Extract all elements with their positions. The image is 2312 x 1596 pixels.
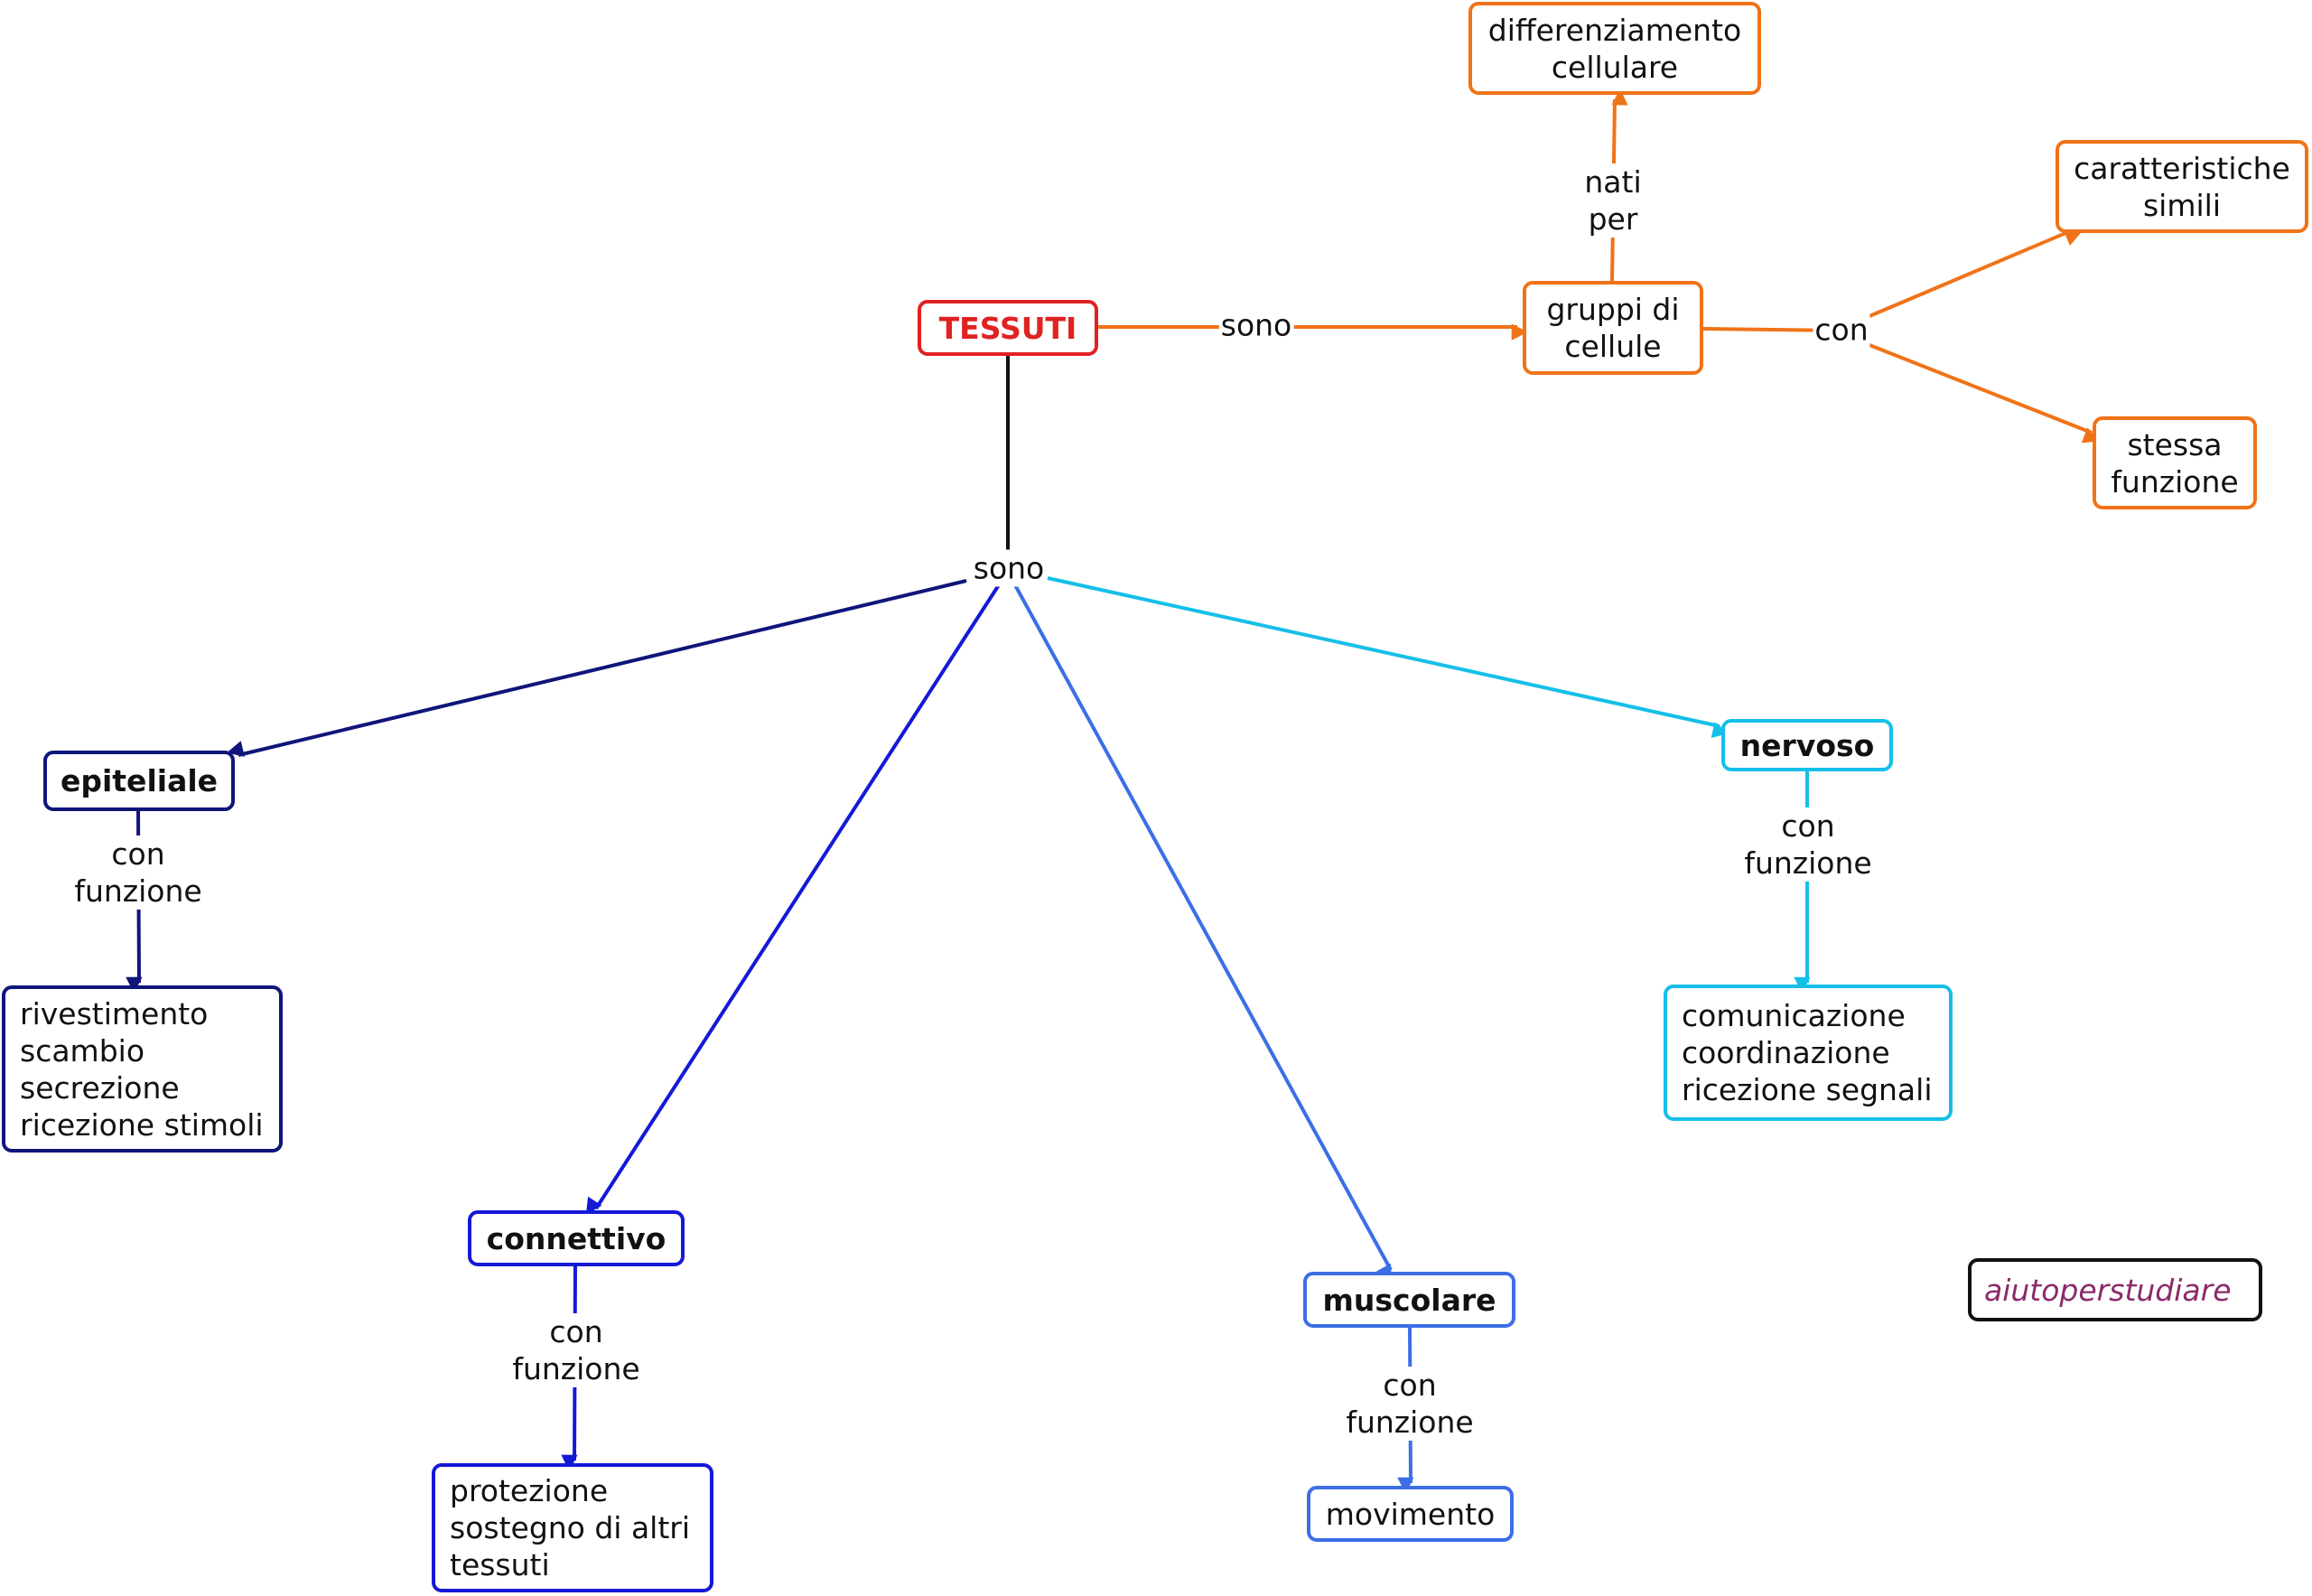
node-tessuti[interactable]: TESSUTI bbox=[918, 300, 1098, 356]
link-label-con-funzione-connettivo: con funzione bbox=[510, 1313, 642, 1387]
node-muscolare-funzione-label: movimento bbox=[1325, 1496, 1496, 1532]
node-stessa-label: stessa funzione bbox=[2111, 426, 2239, 499]
link-label-sono-main: sono bbox=[971, 549, 1047, 587]
edge-sono-connettivo bbox=[585, 582, 1002, 1215]
node-epiteliale-funzione-label: rivestimento scambio secrezione ricezion… bbox=[20, 995, 264, 1143]
watermark-aiutoperstudiare: aiutoperstudiare bbox=[1968, 1258, 2262, 1321]
node-differenziamento-cellulare[interactable]: differenziamento cellulare bbox=[1468, 2, 1761, 95]
node-muscolare[interactable]: muscolare bbox=[1303, 1272, 1515, 1328]
node-stessa-funzione[interactable]: stessa funzione bbox=[2093, 416, 2257, 509]
link-label-nati-per: nati per bbox=[1582, 163, 1644, 238]
node-nervoso-funzione[interactable]: comunicazione coordinazione ricezione se… bbox=[1664, 985, 1953, 1121]
node-gruppi-label: gruppi di cellule bbox=[1546, 292, 1680, 364]
node-gruppi-di-cellule[interactable]: gruppi di cellule bbox=[1523, 281, 1703, 375]
watermark-label: aiutoperstudiare bbox=[1984, 1272, 2232, 1308]
node-epiteliale[interactable]: epiteliale bbox=[43, 751, 235, 811]
node-nervoso-label: nervoso bbox=[1739, 727, 1875, 763]
edge-sono-muscolare bbox=[1012, 583, 1393, 1283]
node-connettivo[interactable]: connettivo bbox=[468, 1210, 685, 1266]
node-connettivo-funzione-label: protezione sostegno di altri tessuti bbox=[450, 1473, 691, 1582]
node-caratteristiche-simili[interactable]: caratteristiche simili bbox=[2056, 140, 2308, 233]
link-label-con-funzione-epiteliale: con funzione bbox=[72, 835, 204, 910]
edge-sono-nervoso bbox=[1047, 576, 1729, 738]
edge-con-caratteristiche bbox=[1869, 229, 2083, 318]
node-tessuti-label: TESSUTI bbox=[938, 310, 1077, 346]
node-connettivo-funzione[interactable]: protezione sostegno di altri tessuti bbox=[432, 1463, 713, 1592]
node-connettivo-label: connettivo bbox=[486, 1220, 667, 1256]
node-muscolare-funzione[interactable]: movimento bbox=[1307, 1486, 1514, 1542]
node-nervoso-funzione-label: comunicazione coordinazione ricezione se… bbox=[1682, 998, 1933, 1107]
node-epiteliale-label: epiteliale bbox=[60, 763, 219, 798]
link-label-sono-top: sono bbox=[1218, 306, 1294, 344]
node-differenziamento-label: differenziamento cellulare bbox=[1487, 12, 1742, 85]
link-label-con-funzione-nervoso: con funzione bbox=[1742, 807, 1874, 882]
node-epiteliale-funzione[interactable]: rivestimento scambio secrezione ricezion… bbox=[2, 985, 283, 1153]
node-nervoso[interactable]: nervoso bbox=[1721, 719, 1893, 771]
link-label-con-top: con bbox=[1813, 311, 1870, 349]
node-caratteristiche-label: caratteristiche simili bbox=[2074, 150, 2290, 223]
edge-sono-epiteliale bbox=[227, 579, 967, 757]
edge-con-stessa bbox=[1869, 343, 2101, 443]
link-label-con-funzione-muscolare: con funzione bbox=[1344, 1367, 1476, 1441]
node-muscolare-label: muscolare bbox=[1322, 1282, 1496, 1318]
